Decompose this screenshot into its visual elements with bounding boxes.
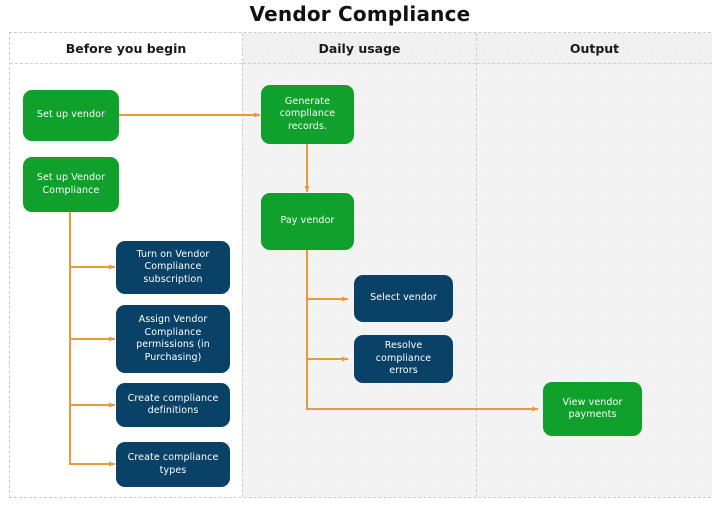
node-create-compliance-definitions[interactable]: Create compliance definitions bbox=[116, 383, 230, 427]
node-turn-on-vendor-compliance-subscription[interactable]: Turn on Vendor Compliance subscription bbox=[116, 241, 230, 294]
node-label: Generate compliance records. bbox=[279, 95, 336, 132]
node-select-vendor[interactable]: Select vendor bbox=[354, 275, 453, 322]
swimlane-header-output: Output bbox=[477, 33, 712, 64]
swimlane-output: Output bbox=[476, 33, 712, 497]
node-label: Resolve compliance errors bbox=[375, 340, 432, 377]
node-view-vendor-payments[interactable]: View vendor payments bbox=[543, 382, 642, 436]
node-label: Select vendor bbox=[370, 292, 437, 304]
node-label: Create compliance definitions bbox=[127, 392, 219, 417]
node-assign-vendor-compliance-permissions[interactable]: Assign Vendor Compliance permissions (in… bbox=[116, 305, 230, 373]
node-generate-compliance-records[interactable]: Generate compliance records. bbox=[261, 85, 354, 144]
node-set-up-vendor-compliance[interactable]: Set up Vendor Compliance bbox=[23, 157, 119, 212]
page-title: Vendor Compliance bbox=[249, 2, 471, 26]
node-label: View vendor payments bbox=[562, 396, 623, 421]
node-set-up-vendor[interactable]: Set up vendor bbox=[23, 90, 119, 141]
node-label: Set up vendor bbox=[36, 109, 106, 121]
node-resolve-compliance-errors[interactable]: Resolve compliance errors bbox=[354, 335, 453, 383]
node-label: Pay vendor bbox=[280, 215, 335, 227]
node-create-compliance-types[interactable]: Create compliance types bbox=[116, 442, 230, 487]
node-label: Set up Vendor Compliance bbox=[36, 172, 106, 196]
node-label: Turn on Vendor Compliance subscription bbox=[136, 248, 210, 285]
swimlane-header-before-you-begin: Before you begin bbox=[10, 33, 242, 64]
node-label: Create compliance types bbox=[127, 452, 219, 476]
node-pay-vendor[interactable]: Pay vendor bbox=[261, 193, 354, 250]
swimlane-header-daily-usage: Daily usage bbox=[243, 33, 476, 64]
node-label: Assign Vendor Compliance permissions (in… bbox=[136, 314, 210, 363]
